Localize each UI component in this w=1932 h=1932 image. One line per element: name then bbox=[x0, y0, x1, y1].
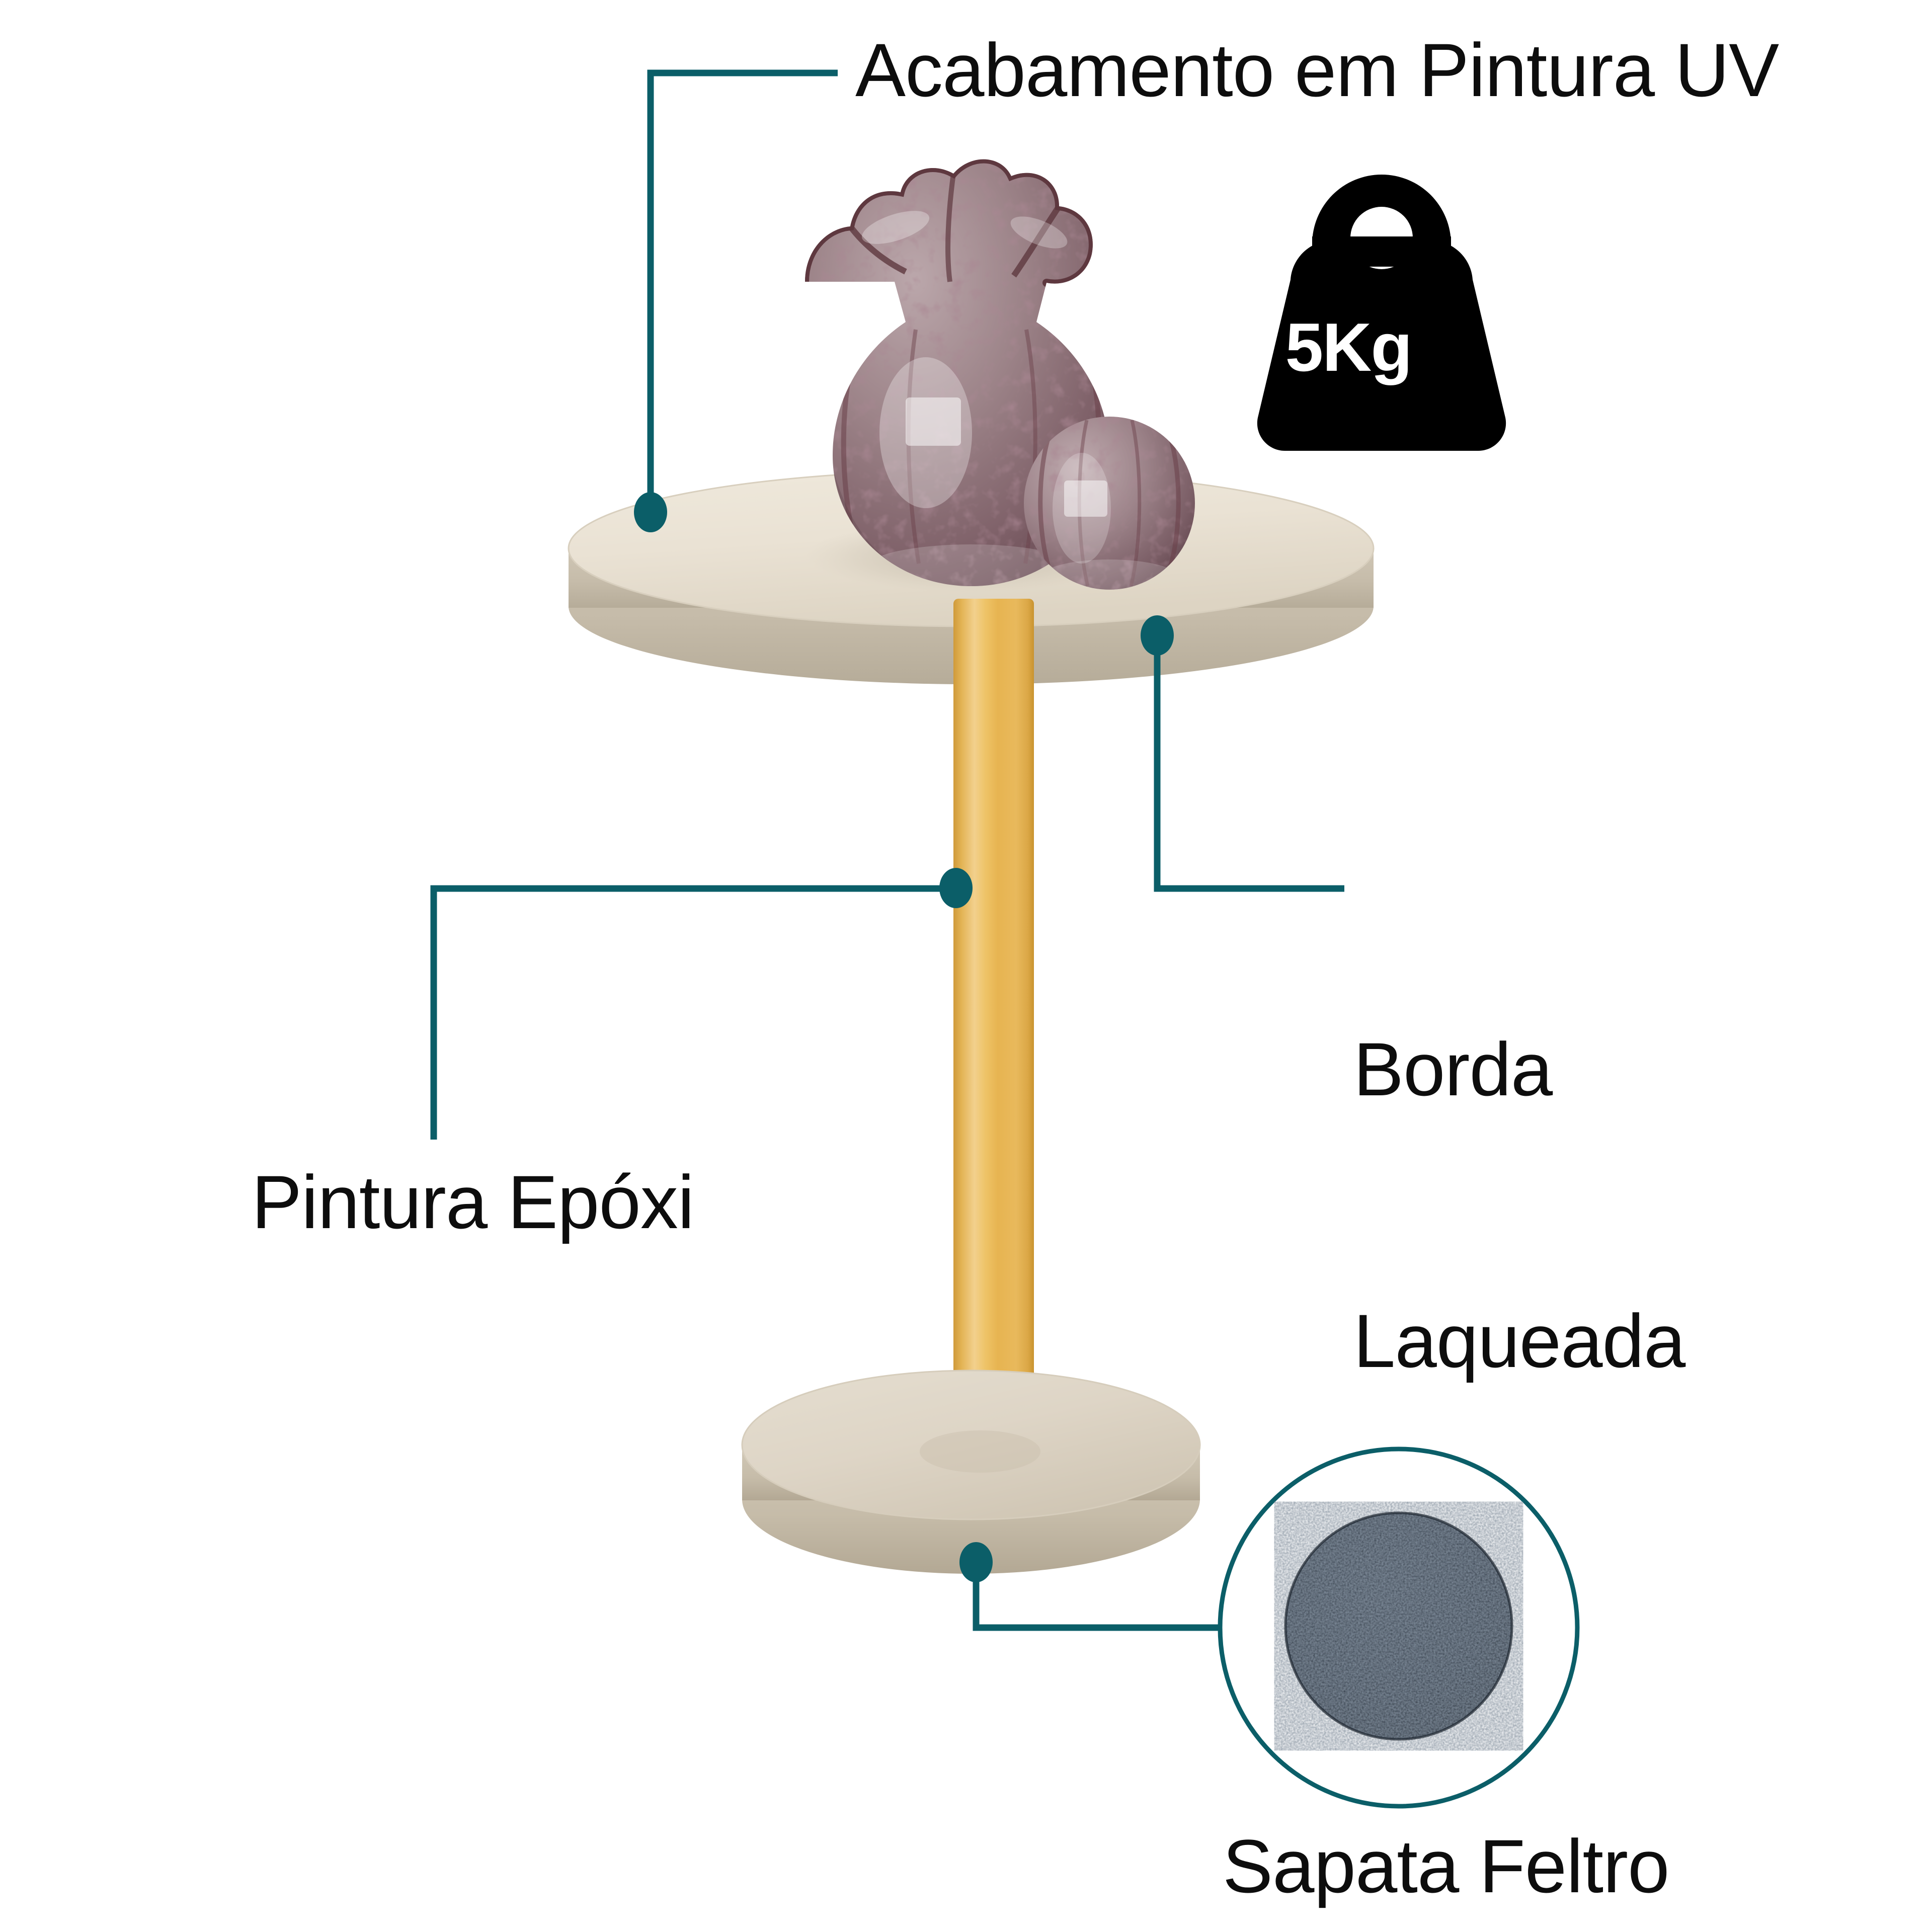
weight-icon bbox=[1257, 175, 1506, 451]
dot-sapata bbox=[959, 1542, 993, 1582]
dot-borda bbox=[1141, 615, 1174, 656]
callout-label-borda-line1: Borda bbox=[1353, 1027, 1553, 1111]
connector-borda bbox=[1154, 639, 1344, 892]
callout-label-borda: Borda Laqueada bbox=[1353, 843, 1685, 1567]
callout-label-sapata: Sapata Feltro bbox=[1223, 1824, 1670, 1908]
dot-epoxi bbox=[939, 868, 973, 908]
callout-dots bbox=[634, 492, 1174, 1582]
base-group bbox=[741, 1370, 1201, 1574]
weight-badge-value: 5Kg bbox=[1285, 309, 1413, 385]
callout-connectors bbox=[430, 69, 1344, 1631]
connector-epoxi bbox=[430, 885, 953, 1140]
column-group bbox=[953, 599, 1034, 1478]
glass-sphere bbox=[1024, 417, 1195, 590]
callout-label-uv: Acabamento em Pintura UV bbox=[855, 28, 1779, 112]
callout-label-borda-line2: Laqueada bbox=[1353, 1299, 1685, 1383]
connector-sapata bbox=[973, 1565, 1220, 1631]
callout-label-epoxi: Pintura Epóxi bbox=[252, 1160, 694, 1244]
connector-uv bbox=[647, 69, 838, 512]
dot-uv bbox=[634, 492, 667, 532]
felt-pad-detail bbox=[1218, 1446, 1580, 1809]
